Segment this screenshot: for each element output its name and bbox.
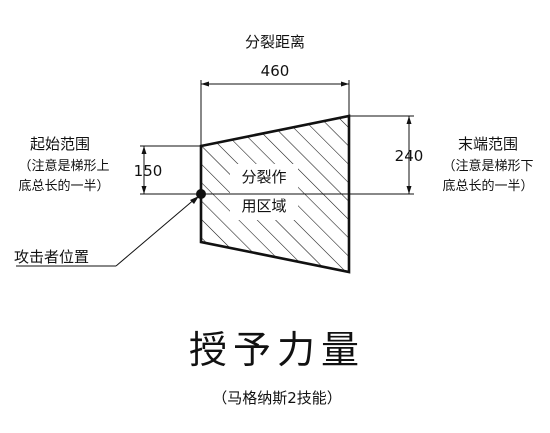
split-zone — [199, 114, 351, 274]
width-value: 460 — [261, 62, 290, 80]
start-range-title: 起始范围 — [30, 135, 90, 153]
split-distance-label: 分裂距离 — [245, 33, 305, 51]
subtitle: （马格纳斯2技能） — [212, 389, 342, 407]
end-range-value: 240 — [395, 147, 424, 165]
start-range-note-line1: （注意是梯形上 — [18, 158, 109, 174]
width-dimension — [200, 80, 350, 146]
attacker-label: 攻击者位置 — [14, 248, 89, 266]
start-range-note-line2: 底总长的一半） — [18, 178, 109, 194]
zone-label-line2: 用区域 — [241, 197, 286, 215]
end-range-title: 末端范围 — [458, 135, 518, 153]
main-title: 授予力量 — [189, 328, 365, 372]
end-range-note-line1: （注意是梯形下 — [442, 158, 533, 174]
start-range-value: 150 — [134, 162, 163, 180]
zone-label-line1: 分裂作 — [241, 168, 286, 186]
attacker-leader-line — [16, 196, 199, 267]
end-range-note-line2: 底总长的一半） — [442, 178, 533, 194]
